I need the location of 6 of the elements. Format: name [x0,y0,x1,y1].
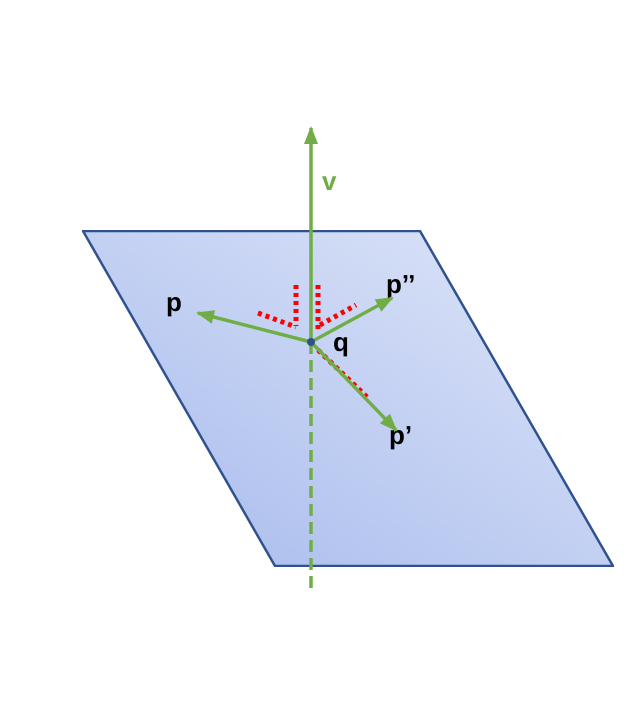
vector-label: p’’ [386,270,416,298]
vector-label: p’ [389,421,412,449]
plane [82,230,614,567]
point-label: q [333,328,349,356]
vector-label: p [166,288,182,316]
vector-label: v [322,167,336,195]
